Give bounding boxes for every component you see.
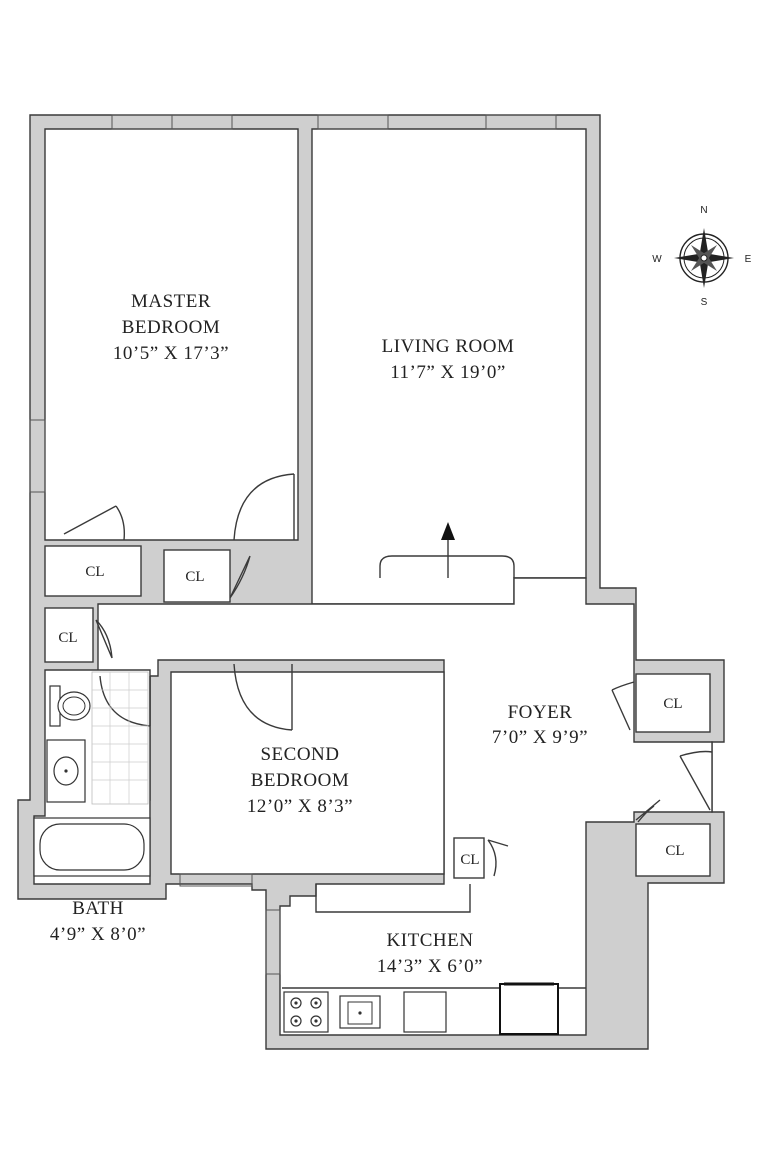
windows [29,114,557,975]
compass-south: S [701,297,708,308]
door-hall-closet [229,555,251,599]
door-bath-closet [95,619,113,659]
compass-west: W [652,254,662,265]
sink-icon [46,739,86,803]
closet-foyer-2 [635,823,711,877]
door-master-bedroom [233,473,295,541]
closet-foyer-1 [635,673,711,733]
kitchen-sink-icon [339,995,381,1029]
toilet-icon [49,685,91,727]
door-second-bedroom-closet [487,839,509,877]
foyer-dimensions: 7’0” X 9’9” [492,727,588,748]
room-labels: MASTER BEDROOM 10’5” X 17’3” LIVING ROOM… [50,291,588,977]
bath-fixtures [33,671,151,877]
living-room-name: LIVING ROOM [382,336,515,357]
living-room-dimensions: 11’7” X 19’0” [390,362,506,383]
closet-labels: CL CL CL CL CL CL [58,564,684,868]
closet-label: CL [665,843,684,859]
door-master-closet [63,505,126,541]
closet-label: CL [58,630,77,646]
window-master-side [29,419,46,493]
master-bedroom-name-line2: BEDROOM [122,317,221,338]
window-living-2 [485,114,557,130]
kitchen-name: KITCHEN [387,930,474,951]
closet-label: CL [85,564,104,580]
second-bedroom-name-line2: BEDROOM [251,770,350,791]
closet-master [44,545,142,597]
window-kitchen [265,909,281,975]
living-room-entry [379,522,515,578]
kitchen-upper-cabinets [315,884,471,913]
closet-label: CL [185,569,204,585]
compass-north: N [700,205,707,216]
master-bedroom-name-line1: MASTER [131,291,211,312]
walls [17,114,725,1050]
second-bedroom-dimensions: 12’0” X 8’3” [247,796,353,817]
closet-hall-1 [163,549,231,603]
master-bedroom-dimensions: 10’5” X 17’3” [113,343,229,364]
window-second-bedroom [179,873,253,887]
door-second-bedroom [233,663,293,731]
kitchen-dimensions: 14’3” X 6’0” [377,956,483,977]
entry-arrow-icon [441,522,455,540]
closet-second-bedroom [453,837,485,879]
stove-icon [283,991,329,1033]
doors [63,473,713,877]
compass-east: E [745,254,752,265]
door-bath [99,675,151,727]
bath-name: BATH [72,898,124,919]
kitchen-fixtures [282,884,586,1035]
compass-rose-icon [674,228,734,288]
closet-bath [44,607,94,663]
hall-floor [97,577,713,1036]
bath-tile-grid [91,671,149,805]
second-bedroom-name-line1: SECOND [260,744,339,765]
door-entry [679,750,713,811]
closet-label: CL [663,696,682,712]
window-living-1 [317,114,389,130]
window-master-2 [171,114,233,130]
second-bedroom-floor [170,671,445,875]
closet-label: CL [460,852,479,868]
door-foyer-closet-1 [611,681,635,731]
dishwasher-icon [403,991,447,1033]
bathtub-icon [33,817,151,877]
bath-dimensions: 4’9” X 8’0” [50,924,146,945]
foyer-name: FOYER [508,702,573,723]
refrigerator-icon [499,982,559,1035]
door-foyer-closet-2 [635,799,661,823]
